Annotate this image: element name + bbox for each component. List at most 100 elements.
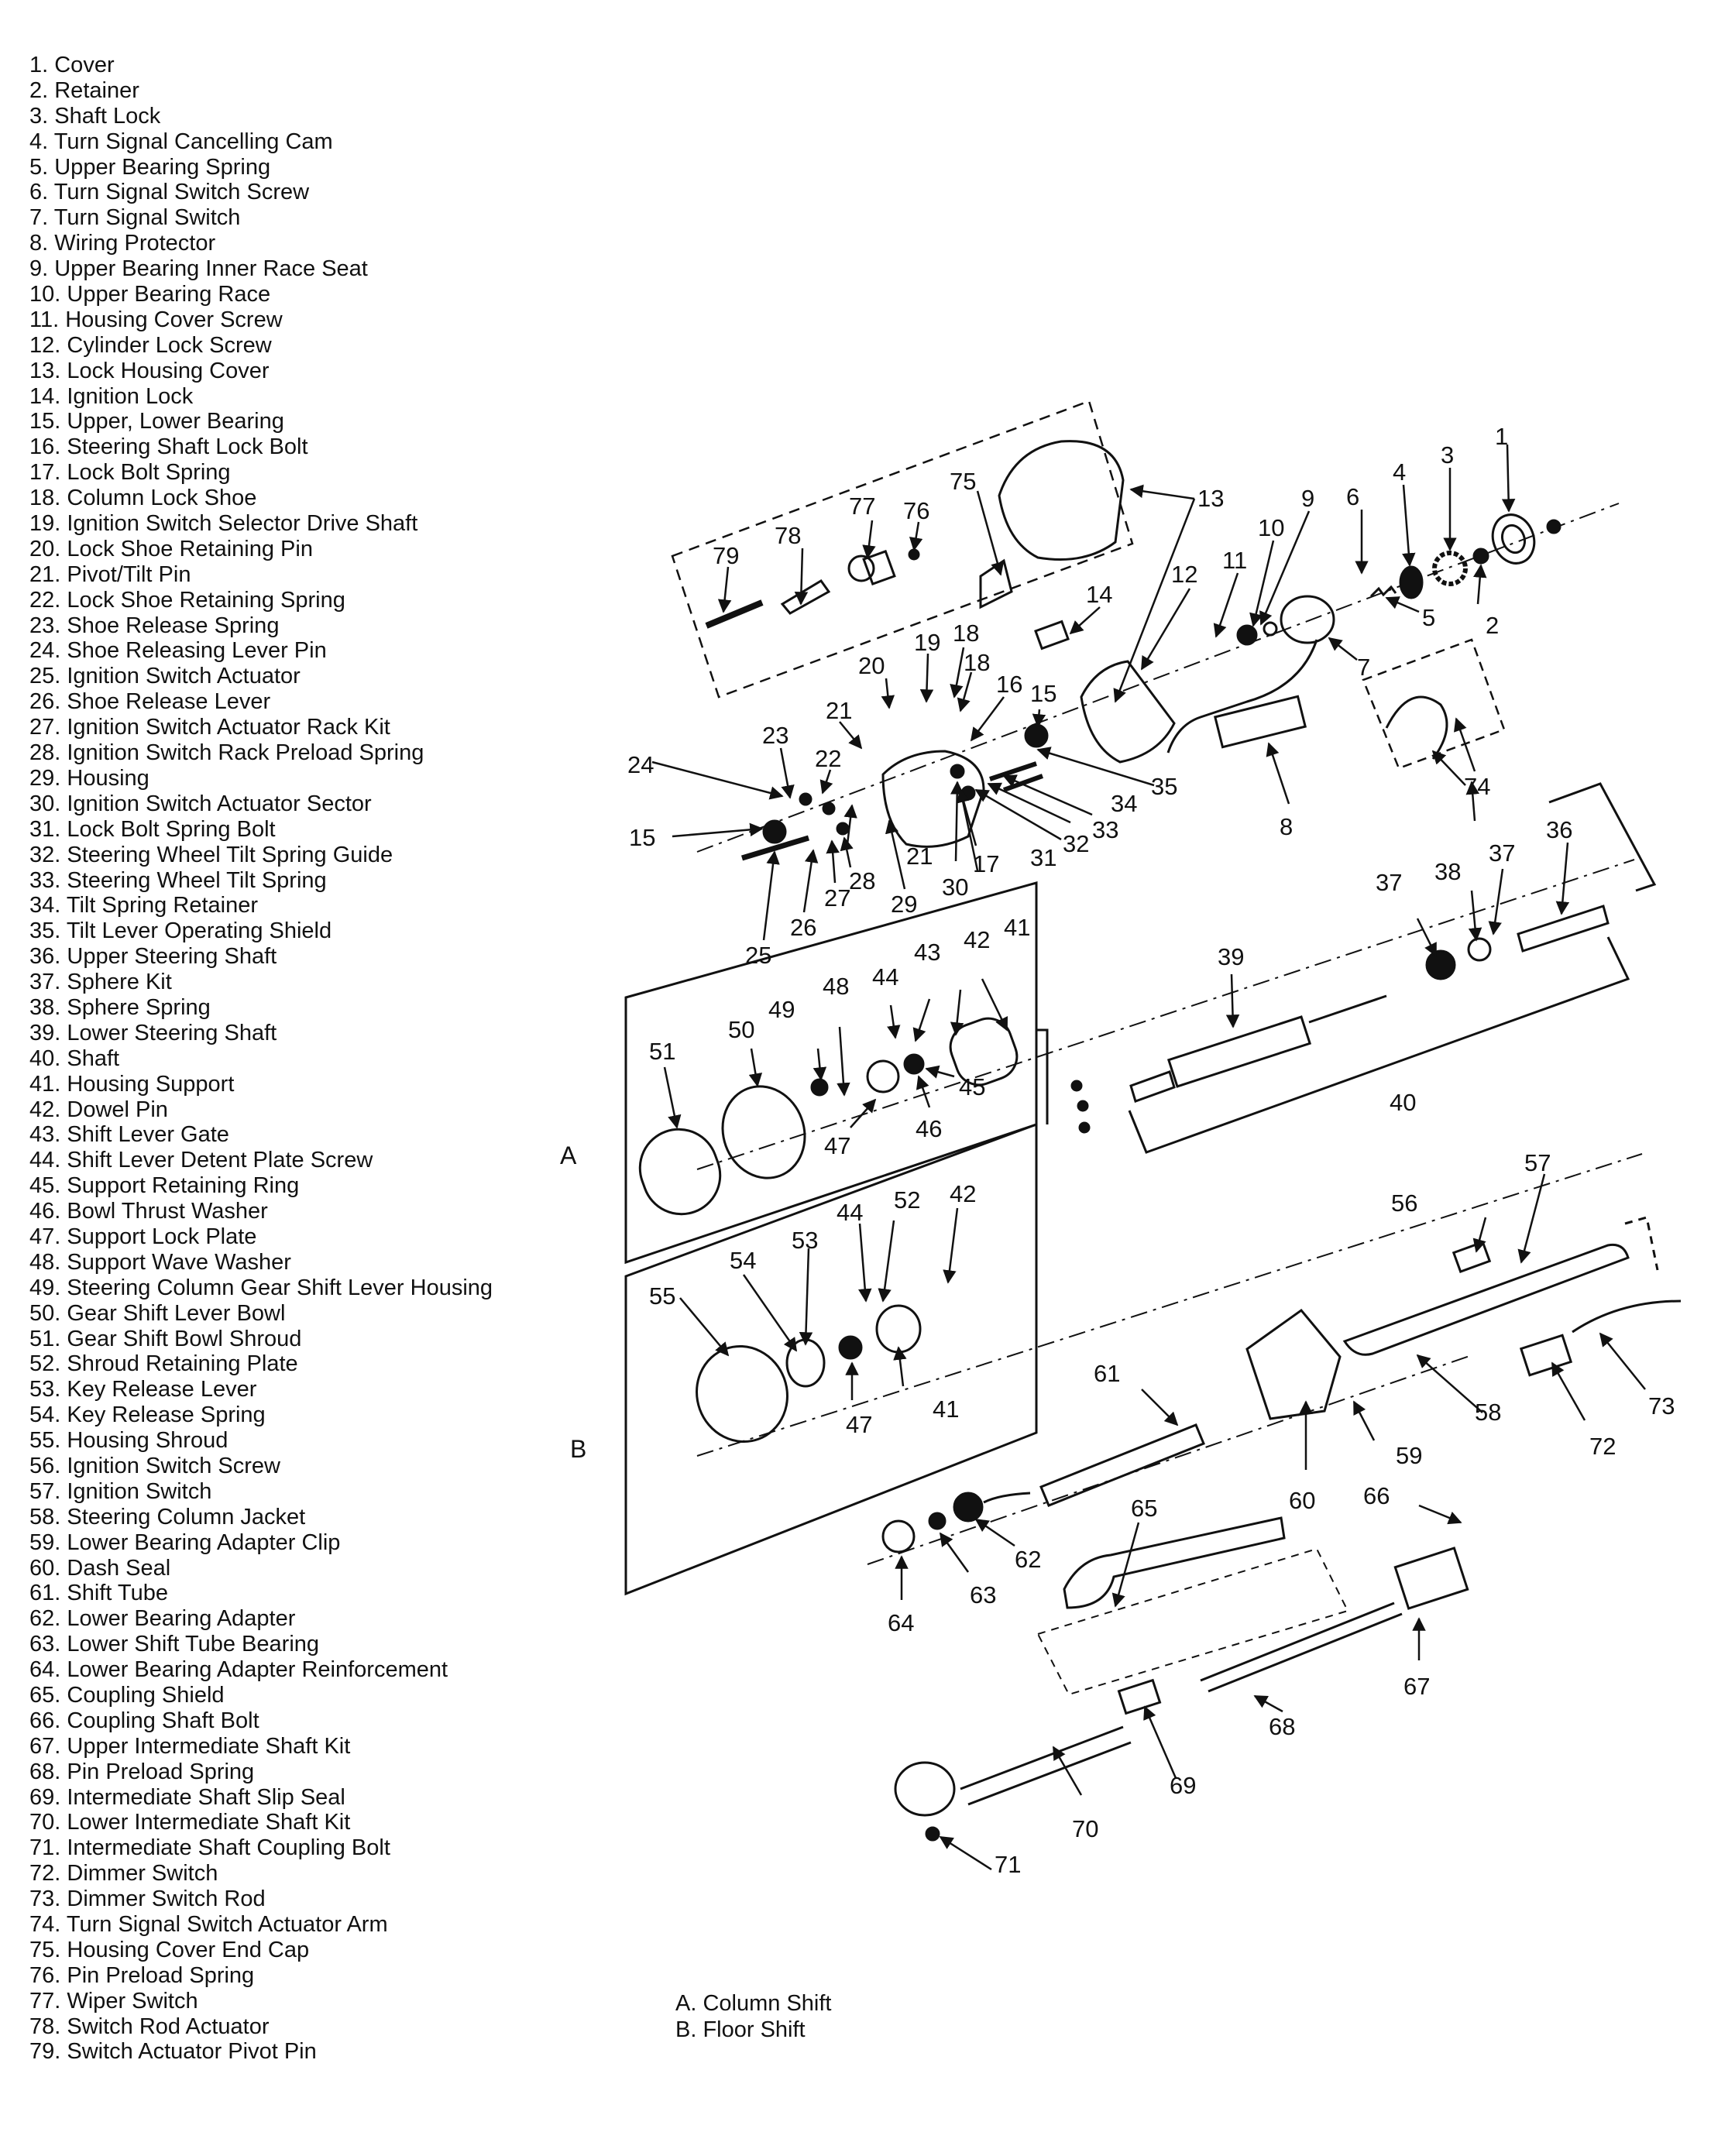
callout-27: 27	[824, 884, 850, 911]
callout-43: 43	[914, 939, 940, 966]
part-steering-column-jacket	[1342, 1243, 1630, 1356]
callout-78: 78	[775, 522, 801, 549]
legend-item: 65. Coupling Shield	[29, 1683, 225, 1708]
callout-18b: 18	[964, 649, 990, 676]
legend-item: 62. Lower Bearing Adapter	[29, 1606, 296, 1632]
callout-42b: 42	[950, 1180, 976, 1207]
part-upper-steering-shaft	[1517, 905, 1610, 953]
part-upper-intermediate-shaft	[1200, 1602, 1403, 1693]
legend-item: 28. Ignition Switch Rack Preload Spring	[29, 740, 424, 766]
callout-47a: 47	[824, 1132, 850, 1159]
part-turn-signal-switch	[1280, 595, 1335, 644]
callout-11: 11	[1222, 547, 1247, 574]
callout-60: 60	[1289, 1487, 1315, 1514]
part-cover	[1491, 513, 1536, 565]
callout-55: 55	[649, 1282, 675, 1310]
part-shapes	[638, 440, 1682, 1842]
callout-37a: 37	[1376, 869, 1402, 896]
callout-3: 3	[1441, 441, 1454, 469]
callout-69: 69	[1170, 1772, 1196, 1799]
callout-51: 51	[649, 1038, 675, 1065]
legend-item: 79. Switch Actuator Pivot Pin	[29, 2039, 317, 2065]
legend-item: 41. Housing Support	[29, 1071, 235, 1097]
callout-68: 68	[1269, 1713, 1295, 1740]
legend-item: 72. Dimmer Switch	[29, 1861, 218, 1886]
callout-30: 30	[942, 874, 968, 901]
upper-shaft-bracket	[1548, 782, 1657, 892]
legend-item: 1. Cover	[29, 53, 115, 77]
legend-item: 26. Shoe Release Lever	[29, 689, 271, 715]
leader-lines	[651, 444, 1646, 1871]
legend-item: 61. Shift Tube	[29, 1581, 168, 1606]
turn-signal-arm-box	[1362, 638, 1506, 770]
legend-item: 78. Switch Rod Actuator	[29, 2014, 270, 2039]
legend-item: 58. Steering Column Jacket	[29, 1504, 306, 1529]
legend-item: 5. Upper Bearing Spring	[29, 154, 271, 180]
callout-29: 29	[891, 891, 917, 918]
callout-53: 53	[792, 1227, 818, 1254]
callout-66: 66	[1363, 1482, 1390, 1509]
legend-item: 13. Lock Housing Cover	[29, 358, 270, 383]
callout-10: 10	[1258, 514, 1284, 541]
legend-item: 18. Column Lock Shoe	[29, 486, 257, 511]
callout-25: 25	[745, 942, 771, 969]
legend-item: 38. Sphere Spring	[29, 994, 211, 1020]
legend-item: 42. Dowel Pin	[29, 1097, 168, 1122]
callout-34: 34	[1111, 790, 1137, 817]
legend-item: 50. Gear Shift Lever Bowl	[29, 1300, 286, 1326]
callout-16: 16	[996, 671, 1022, 698]
callout-74: 74	[1464, 773, 1490, 800]
shift-type-key: A. Column Shift B. Floor Shift	[675, 1990, 831, 2043]
part-lower-steering-shaft	[1166, 1015, 1312, 1088]
legend-item: 36. Upper Steering Shaft	[29, 944, 277, 970]
legend-item: 68. Pin Preload Spring	[29, 1759, 255, 1784]
legend-item: 40. Shaft	[29, 1045, 120, 1071]
callout-5: 5	[1422, 604, 1435, 631]
legend-item: 56. Ignition Switch Screw	[29, 1453, 280, 1478]
callout-6: 6	[1346, 483, 1359, 510]
legend-item: 73. Dimmer Switch Rod	[29, 1886, 266, 1912]
callout-46: 46	[916, 1115, 942, 1142]
callout-33: 33	[1092, 816, 1118, 843]
callout-59: 59	[1396, 1442, 1422, 1469]
legend-item: 27. Ignition Switch Actuator Rack Kit	[29, 715, 390, 740]
legend-item: 31. Lock Bolt Spring Bolt	[29, 816, 276, 842]
wiper-switch-group-box	[671, 400, 1134, 699]
callout-4: 4	[1393, 458, 1406, 486]
callout-31: 31	[1030, 844, 1056, 871]
part-coupling-shield	[1063, 1516, 1286, 1609]
legend-item: 67. Upper Intermediate Shaft Kit	[29, 1733, 351, 1759]
part-wiring-protector	[1213, 695, 1307, 749]
legend-item: 7. Turn Signal Switch	[29, 205, 241, 231]
legend-item: 8. Wiring Protector	[29, 231, 216, 256]
legend-item: 49. Steering Column Gear Shift Lever Hou…	[29, 1275, 493, 1300]
section-letter-a: A	[560, 1142, 577, 1169]
callout-77: 77	[849, 493, 875, 520]
part-lock-housing-cover	[998, 440, 1125, 561]
callout-15b: 15	[1030, 680, 1056, 707]
legend-item: 24. Shoe Releasing Lever Pin	[29, 638, 327, 664]
legend-item: 75. Housing Cover End Cap	[29, 1937, 310, 1962]
legend-item: 46. Bowl Thrust Washer	[29, 1199, 268, 1224]
callout-21a: 21	[826, 697, 852, 724]
legend-item: 47. Support Lock Plate	[29, 1224, 257, 1249]
legend-item: 17. Lock Bolt Spring	[29, 460, 231, 486]
callout-38: 38	[1434, 858, 1461, 885]
legend-item: 15. Upper, Lower Bearing	[29, 409, 284, 434]
legend-item: 71. Intermediate Shaft Coupling Bolt	[29, 1835, 390, 1861]
part-housing-support-a	[949, 1017, 1019, 1087]
legend-item: 12. Cylinder Lock Screw	[29, 332, 272, 358]
callout-41a: 41	[1004, 914, 1030, 941]
callout-35: 35	[1151, 773, 1177, 800]
legend-item: 52. Shroud Retaining Plate	[29, 1351, 298, 1377]
legend-item: 74. Turn Signal Switch Actuator Arm	[29, 1912, 388, 1938]
callout-50: 50	[728, 1016, 754, 1043]
callout-1: 1	[1495, 423, 1508, 450]
legend-item: 2. Retainer	[29, 77, 139, 103]
callout-56: 56	[1391, 1190, 1417, 1217]
floor-shift-section-box	[624, 1122, 1038, 1596]
callout-22: 22	[815, 745, 841, 772]
callout-45: 45	[959, 1073, 985, 1100]
legend-item: 69. Intermediate Shaft Slip Seal	[29, 1784, 345, 1810]
